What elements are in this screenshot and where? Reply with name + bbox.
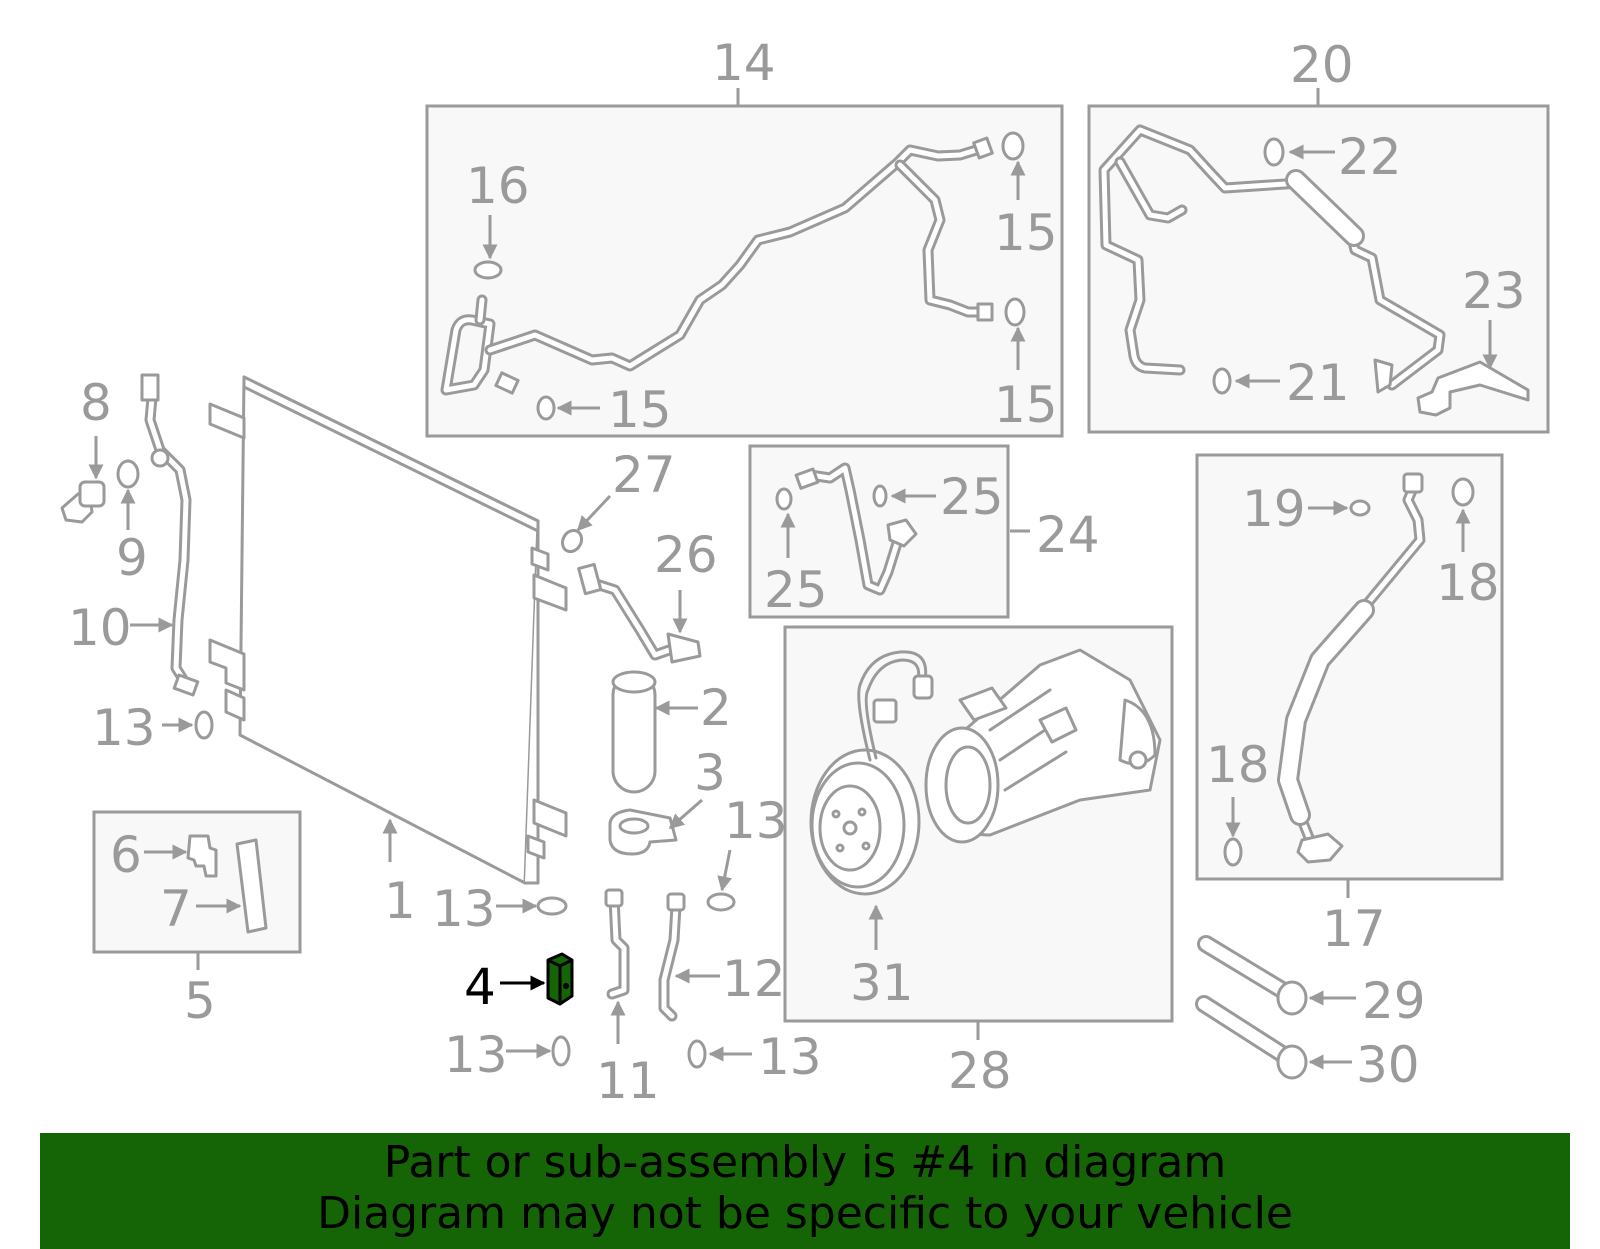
callout-3: 3 (694, 744, 726, 802)
callout-28: 28 (948, 1042, 1012, 1100)
pipe-assembly-14 (440, 136, 994, 396)
group-box-17 (1195, 453, 1504, 881)
callout-27: 27 (612, 446, 676, 504)
pipe-12 (658, 892, 686, 1022)
callout-15: 15 (608, 381, 672, 439)
callout-13: 13 (432, 880, 496, 938)
callout-4[interactable]: 4 (464, 958, 496, 1016)
clutch-pulley-31 (809, 748, 921, 896)
callout-24: 24 (1036, 506, 1100, 564)
callout-15: 15 (994, 204, 1058, 262)
callout-labels: 14 20 16 15 15 15 22 21 23 27 25 24 25 2… (68, 34, 1526, 1110)
receiver-drier-2 (611, 670, 657, 794)
callout-23: 23 (1462, 262, 1526, 320)
callout-12: 12 (722, 950, 786, 1008)
sensor-8 (60, 480, 106, 524)
callout-15: 15 (994, 376, 1058, 434)
callout-13: 13 (758, 1028, 822, 1086)
callout-16: 16 (466, 157, 530, 215)
callout-13: 13 (92, 699, 156, 757)
callout-6: 6 (110, 826, 142, 884)
callout-13: 13 (444, 1026, 508, 1084)
bolt-29 (1197, 935, 1308, 1016)
group-box-24 (748, 444, 1010, 619)
callout-1: 1 (384, 872, 416, 930)
callout-18: 18 (1436, 554, 1500, 612)
bolt-30 (1195, 995, 1308, 1080)
callout-31: 31 (850, 954, 914, 1012)
callout-19: 19 (1242, 480, 1306, 538)
seal-7 (235, 838, 268, 934)
pipe-24 (794, 462, 918, 596)
pipe-26 (577, 562, 702, 664)
callout-30: 30 (1356, 1036, 1420, 1094)
compressor-28 (924, 648, 1162, 844)
callout-22: 22 (1338, 128, 1402, 186)
pipe-10 (140, 373, 200, 697)
callout-25: 25 (764, 561, 828, 619)
leader-lines (88, 88, 1498, 1070)
condenser-part (208, 375, 568, 885)
callout-18: 18 (1206, 736, 1270, 794)
callout-10: 10 (68, 599, 132, 657)
callout-14: 14 (712, 34, 776, 92)
highlighted-part-4[interactable] (546, 952, 574, 1006)
callout-7: 7 (160, 880, 192, 938)
callout-8: 8 (80, 374, 112, 432)
callout-20: 20 (1290, 36, 1354, 94)
callout-2: 2 (700, 679, 732, 737)
callout-21: 21 (1286, 354, 1350, 412)
group-box-14 (425, 104, 1064, 438)
callout-29: 29 (1362, 972, 1426, 1030)
banner-line-1: Part or sub-assembly is #4 in diagram (383, 1137, 1227, 1188)
wire-harness-28 (857, 650, 934, 762)
callout-26: 26 (654, 526, 718, 584)
callout-9: 9 (116, 529, 148, 587)
pipe-17 (1277, 472, 1426, 864)
clip-6 (186, 834, 218, 878)
callout-25: 25 (940, 468, 1004, 526)
pipe-assembly-20 (1098, 124, 1446, 394)
pipe-11 (604, 888, 630, 1000)
bracket-3 (608, 808, 678, 856)
callout-13: 13 (724, 792, 788, 850)
callout-11: 11 (596, 1052, 660, 1110)
bracket-23 (1416, 360, 1530, 417)
banner-line-2: Diagram may not be specific to your vehi… (317, 1188, 1293, 1239)
info-banner: Part or sub-assembly is #4 in diagram Di… (40, 1133, 1570, 1249)
cap-16 (473, 260, 503, 280)
callout-5: 5 (184, 972, 216, 1030)
callout-17: 17 (1322, 900, 1386, 958)
